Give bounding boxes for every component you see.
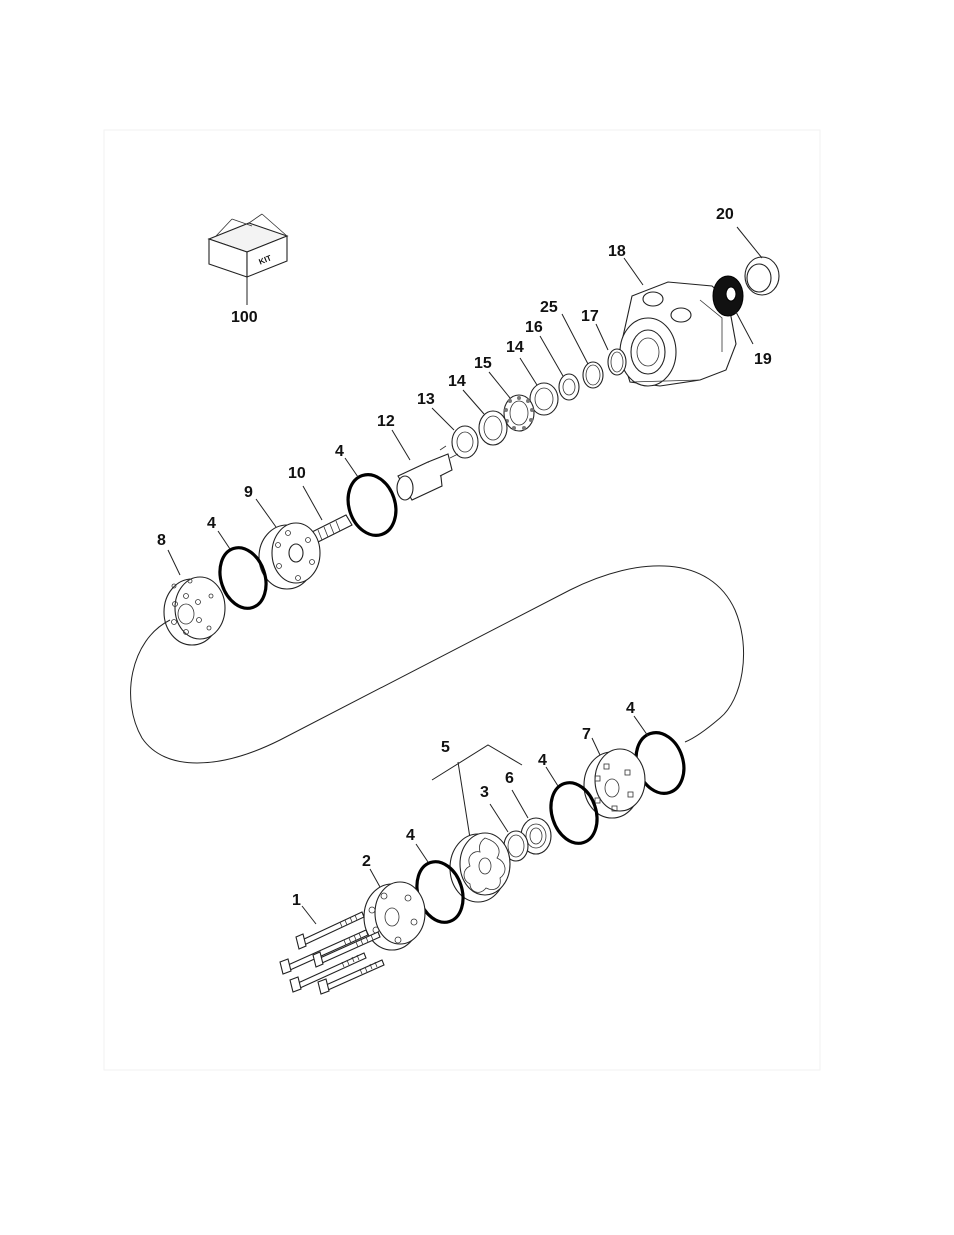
- callout-14-lower: 14: [448, 373, 466, 390]
- callout-4-upper: 4: [335, 443, 344, 460]
- shaft-seal-part: [712, 275, 744, 317]
- o-ring-part-2: [218, 546, 268, 610]
- callout-25: 25: [540, 299, 558, 316]
- callout-5: 5: [441, 739, 450, 756]
- callout-20: 20: [716, 206, 734, 223]
- thrust-washer-part-2: [478, 410, 508, 446]
- valve-plate-part: [163, 576, 226, 646]
- callout-4-lower: 4: [406, 827, 415, 844]
- o-ring-part-4: [549, 781, 599, 845]
- callout-6: 6: [505, 770, 514, 787]
- output-shaft-part: [396, 445, 459, 501]
- cap-screws-part: [279, 911, 385, 995]
- callout-15: 15: [474, 355, 492, 372]
- callout-2: 2: [362, 853, 371, 870]
- o-ring-part: [346, 473, 398, 537]
- callout-3: 3: [480, 784, 489, 801]
- callout-4-center: 4: [538, 752, 547, 769]
- callout-10: 10: [288, 465, 306, 482]
- gerotor-set-part: [449, 832, 511, 903]
- callout-8: 8: [157, 532, 166, 549]
- callout-16: 16: [525, 319, 543, 336]
- assembly-continuation-loop: [130, 565, 745, 764]
- dust-cover-part: [744, 256, 780, 296]
- housing-part: [619, 281, 737, 387]
- callout-4-left: 4: [207, 515, 216, 532]
- callout-18: 18: [608, 243, 626, 260]
- callout-4-right: 4: [626, 700, 635, 717]
- thrust-washer-part: [529, 382, 559, 416]
- bearing-ring-part: [558, 373, 580, 401]
- kit-box-icon: KIT: [207, 213, 289, 278]
- callout-100: 100: [231, 309, 258, 326]
- callout-1: 1: [292, 892, 301, 909]
- callout-19: 19: [754, 351, 772, 368]
- end-cover-part: [363, 881, 426, 951]
- callout-17: 17: [581, 308, 599, 325]
- bearing-race-part: [451, 425, 479, 459]
- callout-9: 9: [244, 484, 253, 501]
- callout-5-bracket: [431, 744, 523, 839]
- callout-13: 13: [417, 391, 435, 408]
- wear-plate-part: [258, 522, 321, 590]
- manifold-part: [583, 748, 646, 819]
- thrust-bearing-part: [503, 394, 535, 432]
- callout-14-upper: 14: [506, 339, 524, 356]
- callout-12: 12: [377, 413, 395, 430]
- callout-7: 7: [582, 726, 591, 743]
